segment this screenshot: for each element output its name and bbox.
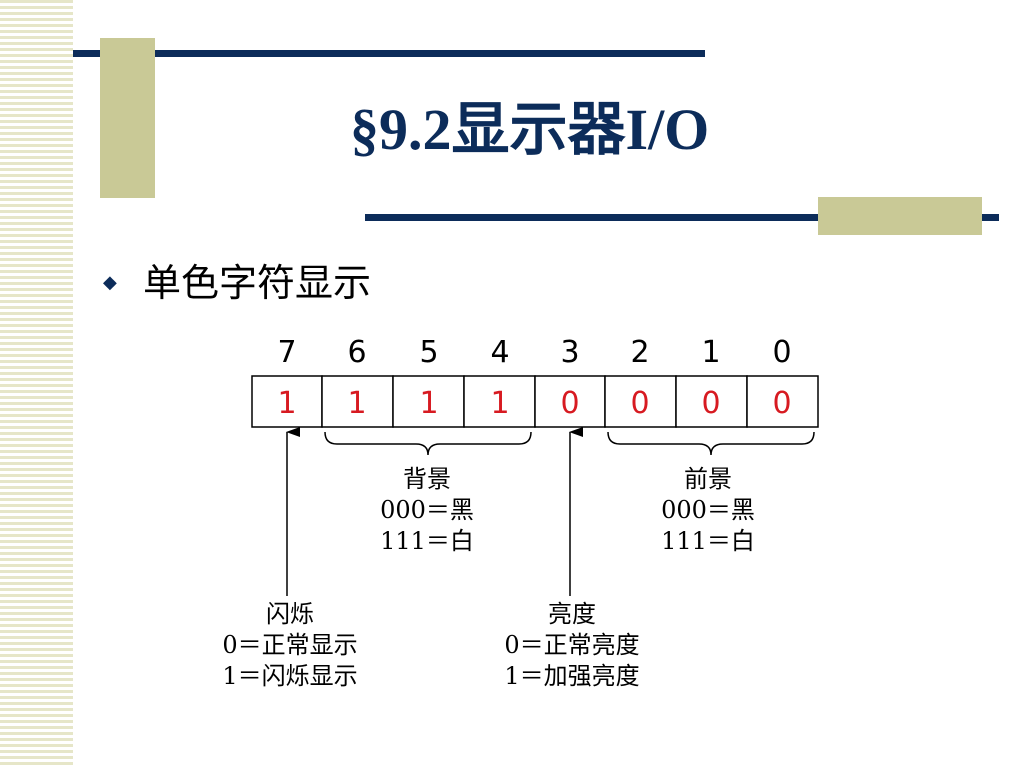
foreground-title: 前景 bbox=[684, 465, 732, 493]
background-line-1: 000＝黑 bbox=[380, 496, 474, 524]
bit-number: 4 bbox=[490, 335, 509, 370]
foreground-label: 前景 000＝黑 111＝白 bbox=[661, 465, 755, 555]
bit-cell bbox=[604, 375, 677, 428]
bit-cell bbox=[392, 375, 465, 428]
bit-number: 1 bbox=[701, 335, 720, 370]
bit-value: 0 bbox=[701, 386, 720, 421]
bit-number: 7 bbox=[277, 335, 296, 370]
bit-value: 1 bbox=[347, 386, 366, 421]
intensity-title: 亮度 bbox=[548, 600, 596, 628]
bit-number: 2 bbox=[630, 335, 649, 370]
bit-value: 0 bbox=[630, 386, 649, 421]
blink-title: 闪烁 bbox=[266, 600, 314, 628]
foreground-brace bbox=[607, 431, 815, 456]
bit-cell bbox=[321, 375, 394, 428]
title-rule-top bbox=[73, 50, 705, 57]
bit-value: 0 bbox=[560, 386, 579, 421]
blink-label: 闪烁 0＝正常显示 1＝闪烁显示 bbox=[222, 600, 357, 690]
bit-cell bbox=[463, 375, 536, 428]
background-line-2: 111＝白 bbox=[380, 527, 474, 555]
intensity-label: 亮度 0＝正常亮度 1＝加强亮度 bbox=[504, 600, 639, 690]
title-rule-bottom bbox=[365, 214, 999, 221]
byte-cells bbox=[251, 375, 819, 428]
decor-block-left bbox=[100, 38, 155, 198]
slide-title: §9.2显示器I/O bbox=[350, 97, 710, 162]
foreground-line-2: 111＝白 bbox=[661, 527, 755, 555]
diamond-bullet-icon: ◆ bbox=[103, 272, 117, 293]
background-brace bbox=[324, 431, 532, 456]
bit-number: 0 bbox=[772, 335, 791, 370]
bullet-text: 单色字符显示 bbox=[143, 261, 372, 305]
bit-number-row: 7 6 5 4 3 2 1 0 bbox=[277, 335, 791, 370]
background-title: 背景 bbox=[403, 465, 451, 493]
decor-block-right bbox=[818, 197, 982, 235]
bit-value: 1 bbox=[277, 386, 296, 421]
foreground-line-1: 000＝黑 bbox=[661, 496, 755, 524]
bit-value: 1 bbox=[419, 386, 438, 421]
bit-number: 3 bbox=[560, 335, 579, 370]
bit-number: 5 bbox=[419, 335, 438, 370]
bit-cell bbox=[746, 375, 819, 428]
bit-number: 6 bbox=[347, 335, 366, 370]
intensity-line-2: 1＝加强亮度 bbox=[504, 662, 639, 690]
left-stripe-border bbox=[0, 0, 73, 768]
background-label: 背景 000＝黑 111＝白 bbox=[380, 465, 474, 555]
bit-value: 1 bbox=[490, 386, 509, 421]
blink-line-1: 0＝正常显示 bbox=[222, 631, 357, 659]
intensity-line-1: 0＝正常亮度 bbox=[504, 631, 639, 659]
blink-line-2: 1＝闪烁显示 bbox=[222, 662, 357, 690]
bit-value: 0 bbox=[772, 386, 791, 421]
bit-value-row: 1 1 1 1 0 0 0 0 bbox=[277, 386, 791, 421]
